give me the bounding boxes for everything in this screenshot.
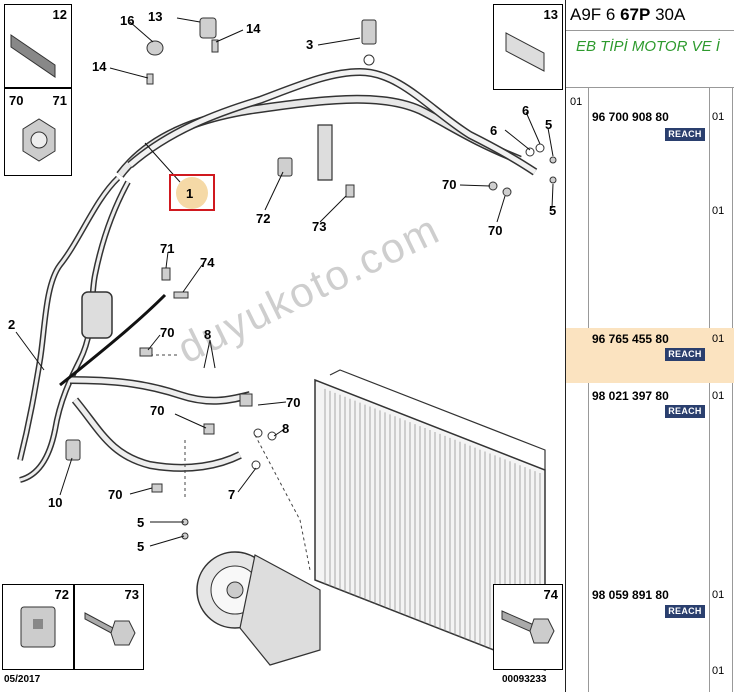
column-divider-edge: [732, 87, 733, 692]
callout-5-top[interactable]: 5: [545, 117, 553, 132]
panel-subtitle: EB TİPİ MOTOR VE İ: [576, 38, 720, 55]
callout-15[interactable]: 13: [148, 9, 163, 24]
inset-73-label: 73: [124, 587, 139, 602]
parts-panel: A9F 6 67P 30A EB TİPİ MOTOR VE İ 01 96 7…: [566, 0, 734, 692]
reach-badge-row-5: REACH: [665, 605, 705, 618]
callout-16[interactable]: 16: [120, 13, 135, 28]
exploded-diagram: duyukoto.com 12 70 71 13 72 73: [0, 0, 566, 692]
drawing-code: 00093233: [502, 674, 547, 685]
callout-70-mid[interactable]: 70: [160, 325, 175, 340]
panel-header: A9F 6 67P 30A: [566, 0, 734, 31]
seal-strip-drawing: [505, 32, 545, 72]
inset-72[interactable]: 72: [2, 584, 74, 670]
callout-72[interactable]: 72: [256, 211, 271, 226]
nut-drawing: [22, 118, 56, 162]
column-divider-left: [588, 87, 589, 692]
inset-12-label: 12: [52, 7, 67, 22]
highlight-halo: [176, 177, 208, 209]
reach-badge-row-3: REACH: [665, 348, 705, 361]
callout-7[interactable]: 7: [228, 487, 236, 502]
inset-12[interactable]: 12: [4, 4, 72, 88]
callout-73[interactable]: 73: [312, 219, 327, 234]
panel-divider: [566, 87, 734, 88]
callout-70-right[interactable]: 70: [442, 177, 457, 192]
callout-70-lower-right[interactable]: 70: [488, 223, 503, 238]
callout-8-mid[interactable]: 8: [204, 327, 212, 342]
date-code: 05/2017: [4, 674, 41, 685]
code-suffix: 30A: [655, 5, 686, 24]
bolt-drawing: [84, 612, 136, 646]
callout-6-top[interactable]: 6: [522, 103, 530, 118]
stud-drawing: [501, 610, 555, 644]
small-parts: [65, 17, 557, 540]
column-divider-right: [709, 87, 710, 692]
inset-70-71[interactable]: 70 71: [4, 88, 72, 176]
callout-71[interactable]: 71: [160, 241, 175, 256]
inset-74-label: 74: [543, 587, 558, 602]
callout-3[interactable]: 3: [306, 37, 314, 52]
callout-6-mid[interactable]: 6: [490, 123, 498, 138]
inset-71-label: 71: [52, 93, 67, 108]
bracket: [317, 124, 333, 181]
callout-70-center[interactable]: 70: [286, 395, 301, 410]
callout-8-lower[interactable]: 8: [282, 421, 290, 436]
qty-row-5: 01: [712, 589, 725, 601]
qty-row-3: 01: [712, 333, 725, 345]
code-bold: 67P: [620, 5, 651, 24]
callout-10[interactable]: 10: [48, 495, 63, 510]
callout-2[interactable]: 2: [8, 317, 16, 332]
callout-1-label: 1: [186, 186, 194, 201]
inset-73[interactable]: 73: [74, 584, 144, 670]
inset-74[interactable]: 74: [493, 584, 563, 670]
callout-74[interactable]: 74: [200, 255, 215, 270]
callout-5-right[interactable]: 5: [549, 203, 557, 218]
inset-12-drawing: [10, 34, 56, 78]
inset-70-label: 70: [9, 93, 24, 108]
callout-14-left[interactable]: 14: [92, 59, 107, 74]
part-number-row-3[interactable]: 96 765 455 80: [592, 332, 669, 346]
qty-row-1: 01: [712, 111, 725, 123]
code-prefix: A9F 6: [570, 5, 616, 24]
part-number-row-1[interactable]: 96 700 908 80: [592, 110, 669, 124]
clip-drawing: [20, 606, 56, 648]
wire: [59, 293, 167, 387]
diagram-drawing: [15, 17, 557, 672]
selected-row-highlight[interactable]: [566, 328, 734, 383]
callout-5-lower-a[interactable]: 5: [137, 515, 145, 530]
callout-70-bottom[interactable]: 70: [108, 487, 123, 502]
callout-1-selected[interactable]: 1: [169, 174, 215, 211]
qty-row-6: 01: [712, 665, 725, 677]
reach-badge-row-4: REACH: [665, 405, 705, 418]
qty-row-2: 01: [712, 205, 725, 217]
inset-72-label: 72: [54, 587, 69, 602]
qty-row-4: 01: [712, 390, 725, 402]
callout-5-lower-b[interactable]: 5: [137, 539, 145, 554]
part-number-row-5[interactable]: 98 059 891 80: [592, 588, 669, 602]
inset-13[interactable]: 13: [493, 4, 563, 90]
reach-badge-row-1: REACH: [665, 128, 705, 141]
leader-lines: [15, 17, 554, 547]
callout-70-lower[interactable]: 70: [150, 403, 165, 418]
dryer-canister: [81, 291, 113, 339]
callout-14-top[interactable]: 14: [246, 21, 261, 36]
left-qty: 01: [570, 96, 583, 108]
inset-13-label: 13: [543, 7, 558, 22]
compressor: [196, 551, 321, 666]
part-number-row-4[interactable]: 98 021 397 80: [592, 389, 669, 403]
